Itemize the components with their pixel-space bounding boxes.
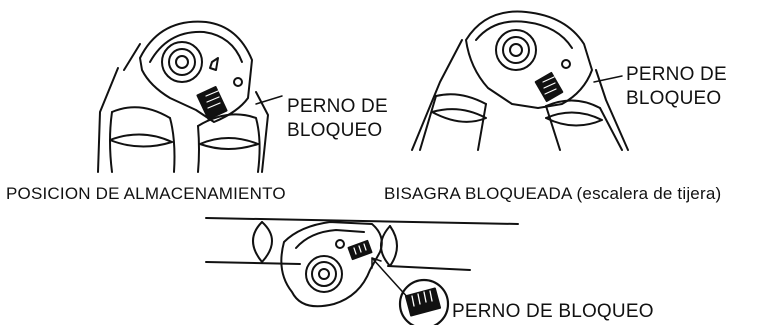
straight-pin-magnifier-icon [398,278,450,325]
locked-locking-pin-icon [534,71,564,103]
storage-locking-pin-icon [196,85,228,121]
locked-pin-label-line1: PERNO DE [626,64,727,85]
storage-pin-label-line1: PERNO DE [287,96,388,117]
storage-pin-label-line2: BLOQUEO [287,120,383,141]
straight-locking-pin-icon [347,239,373,261]
locked-pivot-icon [495,29,537,71]
straight-hinge-figure [205,217,519,325]
locked-caption: BISAGRA BLOQUEADA (escalera de tijera) [384,184,722,203]
storage-hinge-figure [97,20,283,173]
storage-pivot-icon [161,41,203,83]
storage-caption: POSICION DE ALMACENAMIENTO [6,184,286,203]
locked-pin-label-line2: BLOQUEO [626,88,722,109]
straight-pivot-icon [305,255,343,293]
straight-pin-label: PERNO DE BLOQUEO [452,301,654,322]
locked-hinge-figure [411,10,629,151]
